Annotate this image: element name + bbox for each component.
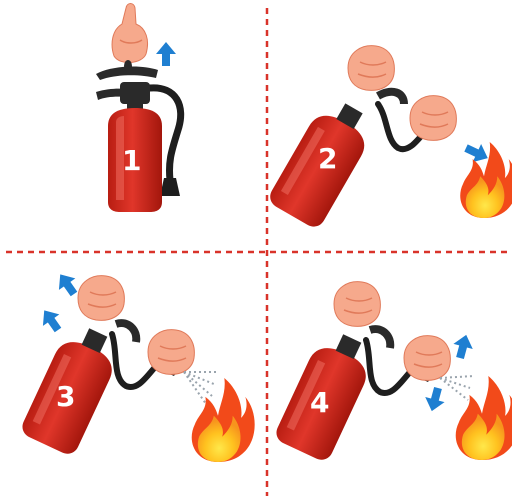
hand-icon — [148, 330, 194, 375]
pin-ring-icon — [124, 60, 132, 72]
step-3-number: 3 — [56, 380, 75, 413]
step-2-panel: 2 — [266, 46, 512, 231]
hand-icon — [404, 336, 450, 381]
step-1-panel: 1 — [96, 4, 181, 213]
flame-icon — [460, 142, 512, 218]
step-4-panel: 4 — [273, 282, 512, 464]
flame-icon — [456, 376, 512, 460]
arrow-icon — [36, 305, 66, 336]
flame-icon — [192, 378, 255, 462]
hand-icon — [78, 276, 124, 321]
spray-icon — [440, 376, 474, 400]
spray-icon — [184, 372, 218, 404]
fire-extinguisher-icon — [96, 67, 181, 212]
step-1-number: 1 — [122, 144, 141, 177]
hand-icon — [348, 46, 394, 91]
arrow-icon — [156, 42, 176, 66]
arrow-icon — [450, 332, 476, 360]
arrow-icon — [422, 385, 448, 413]
step-4-number: 4 — [310, 386, 329, 419]
hand-icon — [334, 282, 380, 327]
step-2-number: 2 — [318, 142, 337, 175]
step-3-panel: 3 — [19, 269, 255, 462]
hand-icon — [410, 96, 456, 141]
hand-icon — [112, 4, 147, 63]
